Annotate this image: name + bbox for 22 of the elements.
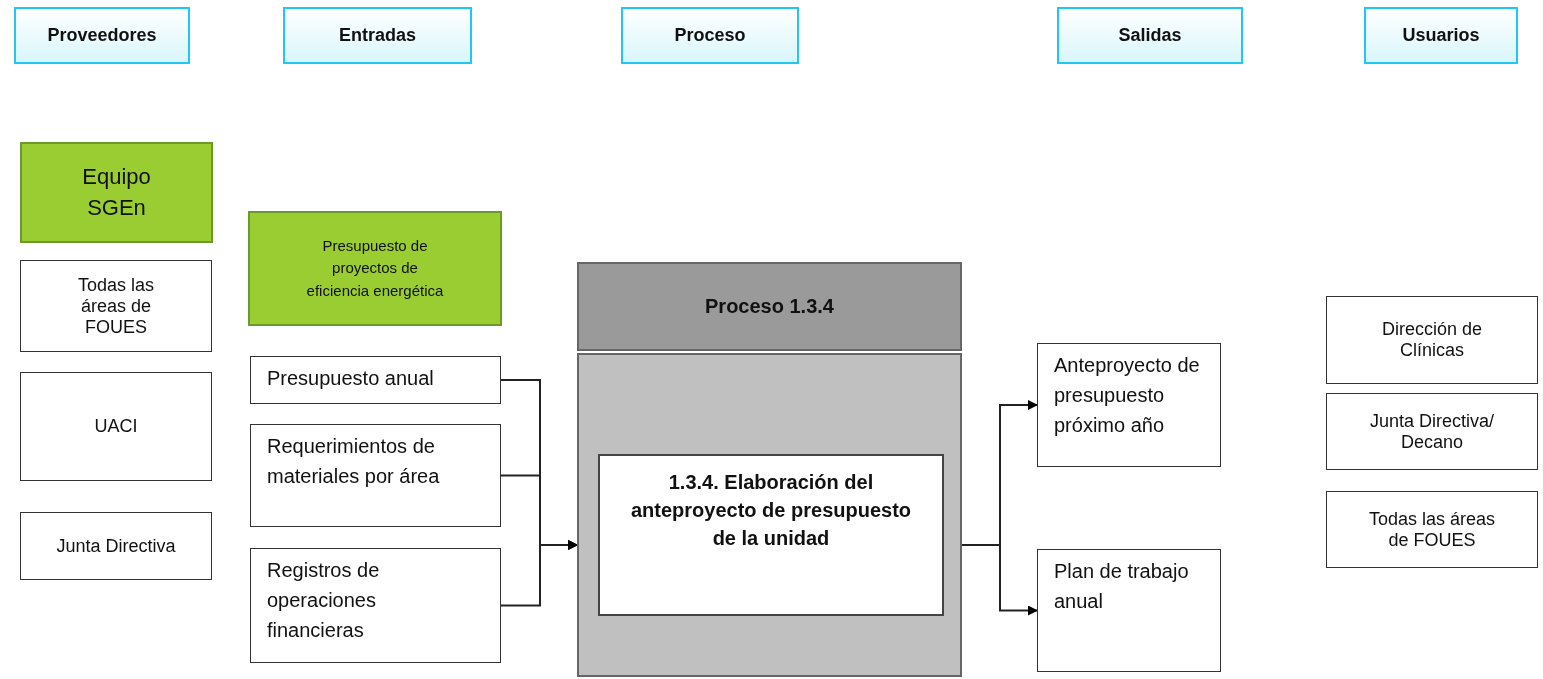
column-header: Salidas [1057,7,1243,64]
entity-box: UACI [20,372,212,481]
column-header: Proveedores [14,7,190,64]
highlight-box: Presupuesto de proyectos de eficiencia energética [248,211,502,326]
column-header: Usuarios [1364,7,1518,64]
entity-box: Todas las áreas de FOUES [1326,491,1538,568]
column-header: Entradas [283,7,472,64]
process-title-box: Proceso 1.3.4 [577,262,962,351]
item-box: Registros de operaciones financieras [250,548,501,663]
entity-box: Todas las áreas de FOUES [20,260,212,352]
entity-box: Junta Directiva [20,512,212,580]
process-box: 1.3.4. Elaboración del anteproyecto de presupuesto de la unidad [598,454,944,616]
item-box: Plan de trabajo anual [1037,549,1221,672]
entity-box: Dirección de Clínicas [1326,296,1538,384]
column-header: Proceso [621,7,799,64]
item-box: Presupuesto anual [250,356,501,404]
entity-box: Junta Directiva/ Decano [1326,393,1538,470]
connector-arrow [500,540,578,607]
item-box: Requerimientos de materiales por área [250,424,501,527]
process-body-box [577,353,962,677]
item-box: Anteproyecto de presupuesto próximo año [1037,343,1221,467]
highlight-box: Equipo SGEn [20,142,213,243]
